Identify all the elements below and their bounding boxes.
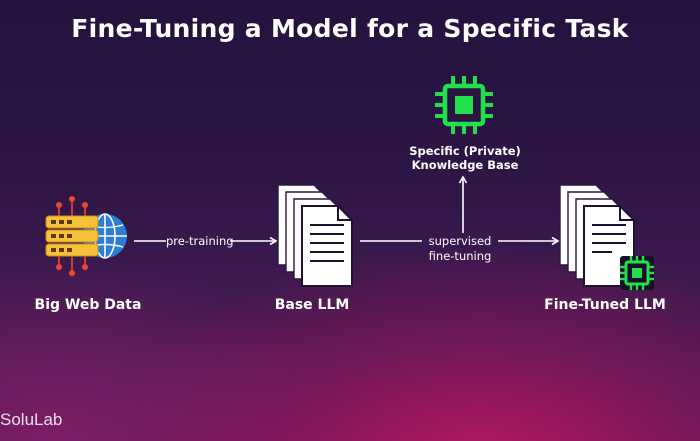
page-title: Fine-Tuning a Model for a Specific Task — [71, 14, 629, 43]
brand-logo-text: SoluLab — [0, 410, 63, 429]
edge-label-fine-tuning: fine-tuning — [428, 249, 492, 263]
small-chip-icon — [620, 256, 654, 290]
node-label-knowledge-base: Specific (Private) Knowledge Base — [380, 144, 550, 172]
node-label-big-web-data: Big Web Data — [34, 297, 142, 313]
knowledge-base-line1: Specific (Private) — [409, 144, 521, 158]
edge-label-pre-training: pre-training — [166, 234, 234, 248]
database-stack — [45, 215, 99, 257]
database-globe-icon — [45, 196, 127, 276]
document-stack-icon — [277, 184, 353, 287]
document-stack-chip-icon — [559, 184, 654, 290]
network-nodes-bottom — [56, 256, 88, 276]
edge-label-supervised: supervised — [428, 234, 492, 248]
knowledge-base-line2: Knowledge Base — [411, 158, 519, 172]
network-nodes-top — [56, 196, 88, 216]
node-label-fine-tuned-llm: Fine-Tuned LLM — [544, 297, 666, 313]
node-label-base-llm: Base LLM — [274, 297, 350, 313]
chip-icon — [435, 76, 493, 134]
